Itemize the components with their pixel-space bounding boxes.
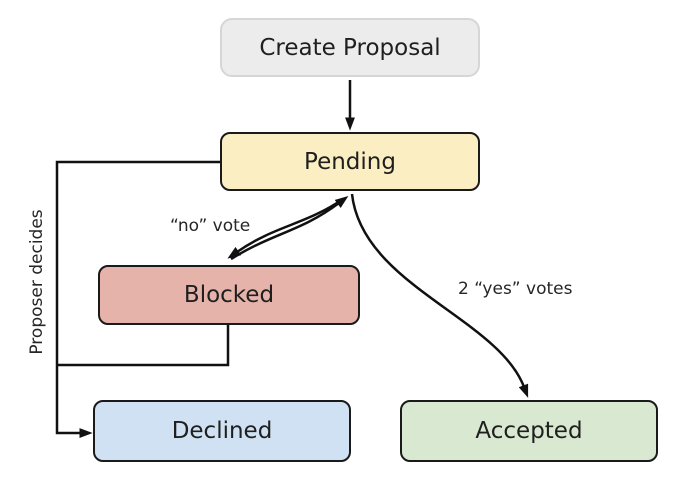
edge-pending-to-declined (55, 160, 220, 438)
edge-pending-to-accepted (350, 193, 529, 398)
edge-label-no-vote: “no” vote (170, 216, 251, 236)
node-accepted: Accepted (400, 400, 658, 462)
edge-label-yes-votes: 2 “yes” votes (458, 279, 573, 299)
node-create-proposal: Create Proposal (220, 18, 480, 77)
node-declined-label: Declined (171, 418, 273, 444)
node-pending: Pending (220, 132, 480, 191)
edge-blocked-to-declined (57, 325, 230, 367)
node-accepted-label: Accepted (475, 418, 583, 444)
node-create-proposal-label: Create Proposal (259, 34, 441, 61)
node-declined: Declined (93, 400, 351, 462)
edge-pending-to-blocked (227, 197, 344, 259)
node-pending-label: Pending (304, 148, 396, 175)
edge-blocked-to-pending (230, 196, 349, 261)
edge-label-proposer-decides: Proposer decides (26, 209, 47, 355)
node-blocked: Blocked (98, 265, 360, 325)
node-blocked-label: Blocked (183, 282, 275, 308)
